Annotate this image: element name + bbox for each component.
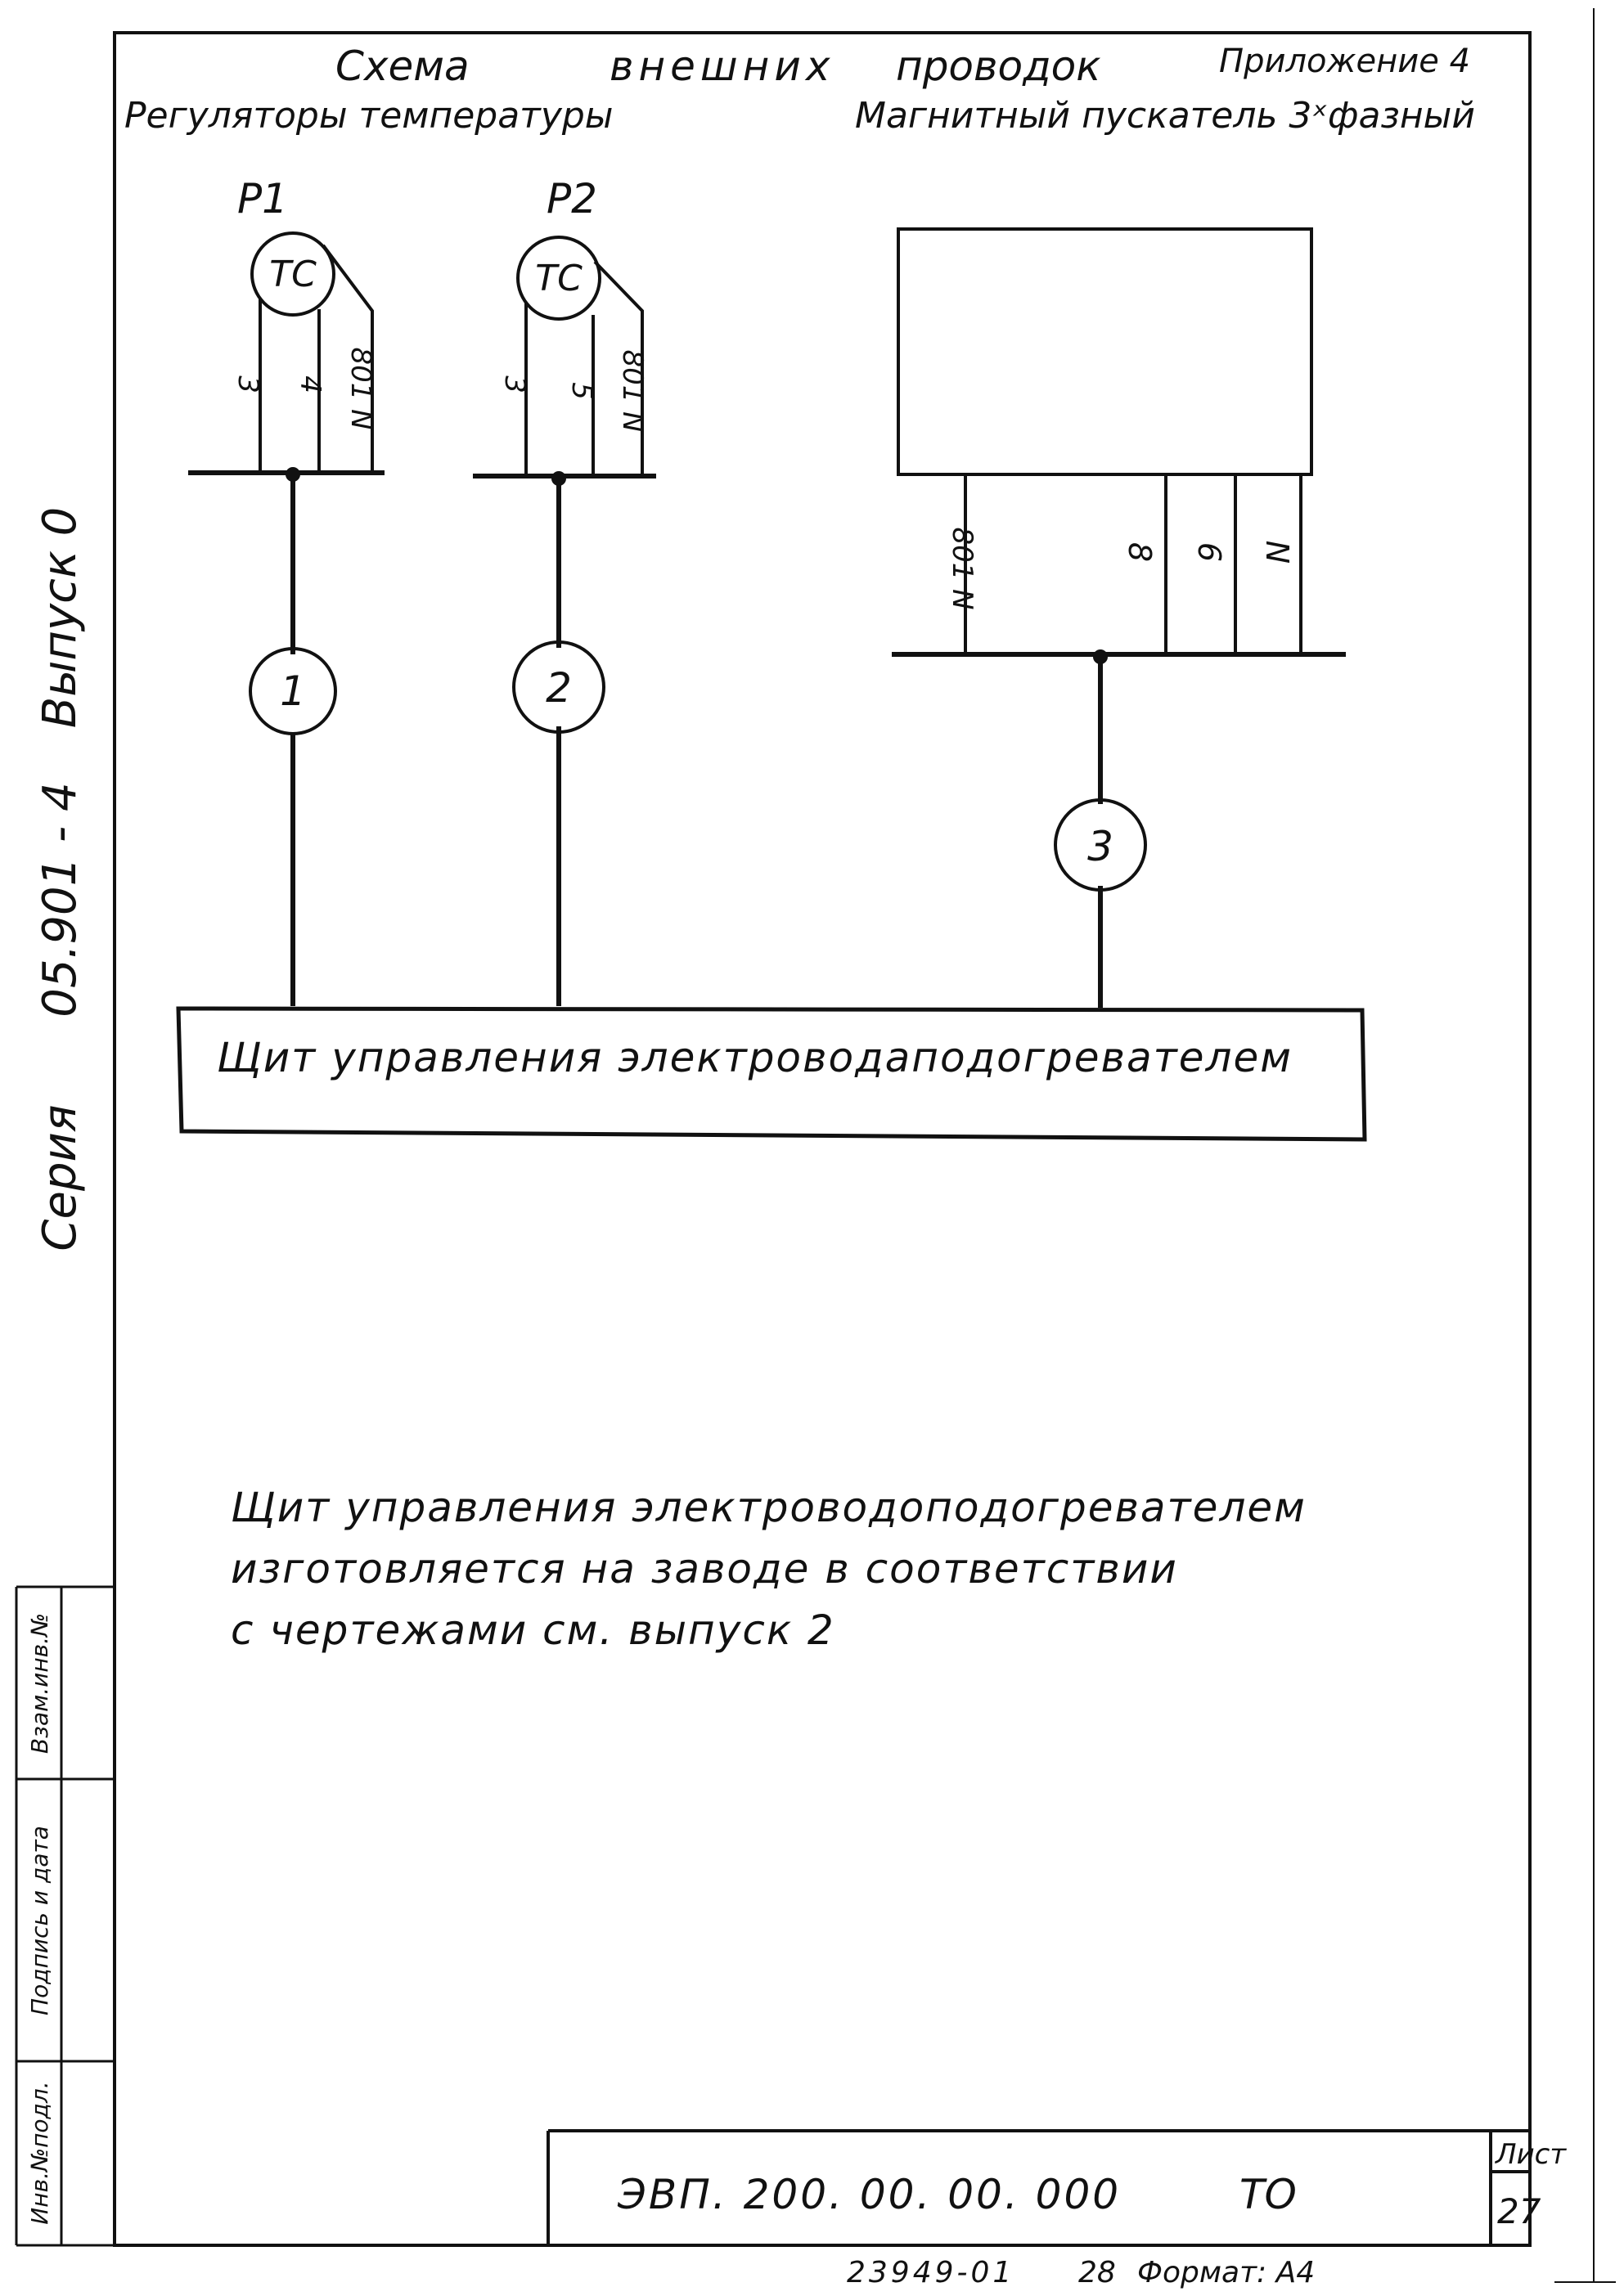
header: Схема внешних проводок Приложение 4 Регу… — [124, 43, 1475, 137]
note-line-1: Щит управления электроводоподогревателем — [231, 1484, 1307, 1531]
wire-label: 4 — [294, 375, 326, 393]
sign-cell-inventory: Инв.№подл. — [26, 2081, 53, 2224]
wire-label: 5 — [565, 382, 598, 400]
cable-marker-circle — [512, 640, 605, 734]
sensor-label: Р1 — [237, 175, 288, 222]
signature-strip: Взам.инв.№ Подпись и дата Инв.№подл. — [15, 1585, 115, 2247]
drawing-frame — [113, 8, 1616, 2283]
side-labels: Серия 05.901 - 4 Выпуск 0 — [34, 507, 87, 1251]
starter-leads — [964, 474, 1302, 653]
footer-order: 23949-01 — [847, 2256, 1014, 2289]
sensor-leads — [259, 244, 374, 470]
title-word-3: проводок — [896, 43, 1100, 90]
magnetic-starter: 801 N 8 6 N 3 — [892, 227, 1346, 1008]
panel-box — [176, 1006, 1367, 1142]
sheet-label: Лист — [1494, 2138, 1567, 2171]
starter-box — [897, 227, 1313, 476]
document-type: ТО — [1239, 2171, 1297, 2218]
wire-label: 8 — [1122, 542, 1158, 562]
cable-marker-circle — [1054, 798, 1147, 892]
wire-label: 3 — [498, 375, 531, 393]
side-series-number: 05.901 - 4 — [34, 782, 87, 1017]
cable-number: 1 — [280, 667, 306, 715]
sensor-label: Р2 — [547, 175, 597, 222]
wire-label: 6 — [1191, 542, 1227, 562]
appendix-label: Приложение 4 — [1219, 43, 1470, 80]
sensor-p1: Р1 ТС 3 4 801 N 1 — [188, 175, 385, 1006]
side-series: Серия — [34, 1104, 87, 1251]
cable-number: 2 — [546, 664, 572, 712]
footer-copy: 28 — [1078, 2256, 1116, 2289]
title-word-2: внешних — [610, 43, 834, 90]
wire-label: 801 N — [616, 349, 649, 432]
footer-format: Формат: А4 — [1137, 2256, 1315, 2289]
cable-marker-circle — [249, 647, 337, 735]
sensor-leads — [524, 260, 644, 474]
side-issue: Выпуск 0 — [34, 507, 87, 728]
cable-number: 3 — [1087, 823, 1113, 870]
wire-label: 801 N — [344, 347, 377, 429]
wire-label: 3 — [232, 375, 264, 393]
wire-label: 801 N — [946, 527, 978, 609]
note-line-2: изготовляется на заводе в соответствии — [231, 1545, 1178, 1593]
title-block: ЭВП. 200. 00. 00. 000 ТО Лист 27 — [547, 2129, 1567, 2245]
subtitle-starter: Магнитный пускатель 3ˣфазный — [855, 95, 1475, 137]
sensor-circle — [516, 236, 601, 321]
note-line-3: с чертежами см. выпуск 2 — [231, 1606, 835, 1654]
title-word-1: Схема — [335, 43, 470, 90]
footer: 23949-01 28 Формат: А4 — [847, 2256, 1315, 2289]
note: Щит управления электроводоподогревателем… — [231, 1484, 1307, 1654]
control-panel: Щит управления электроводаподогревателем — [176, 1006, 1367, 1142]
sensor-p2: Р2 ТС 3 5 801 N 2 — [473, 175, 656, 1006]
sign-cell-replace: Взам.инв.№ — [26, 1613, 53, 1754]
subtitle-regulators: Регуляторы температуры — [124, 95, 614, 137]
sensor-device-label: ТС — [269, 254, 317, 295]
panel-label: Щит управления электроводаподогревателем — [217, 1034, 1293, 1081]
wire-label: N — [1259, 541, 1295, 564]
sensor-device-label: ТС — [535, 258, 583, 299]
sheet-number: 27 — [1497, 2191, 1541, 2231]
sensor-circle — [250, 231, 335, 317]
document-code: ЭВП. 200. 00. 00. 000 — [617, 2171, 1121, 2218]
sign-cell-signature: Подпись и дата — [26, 1826, 53, 2015]
